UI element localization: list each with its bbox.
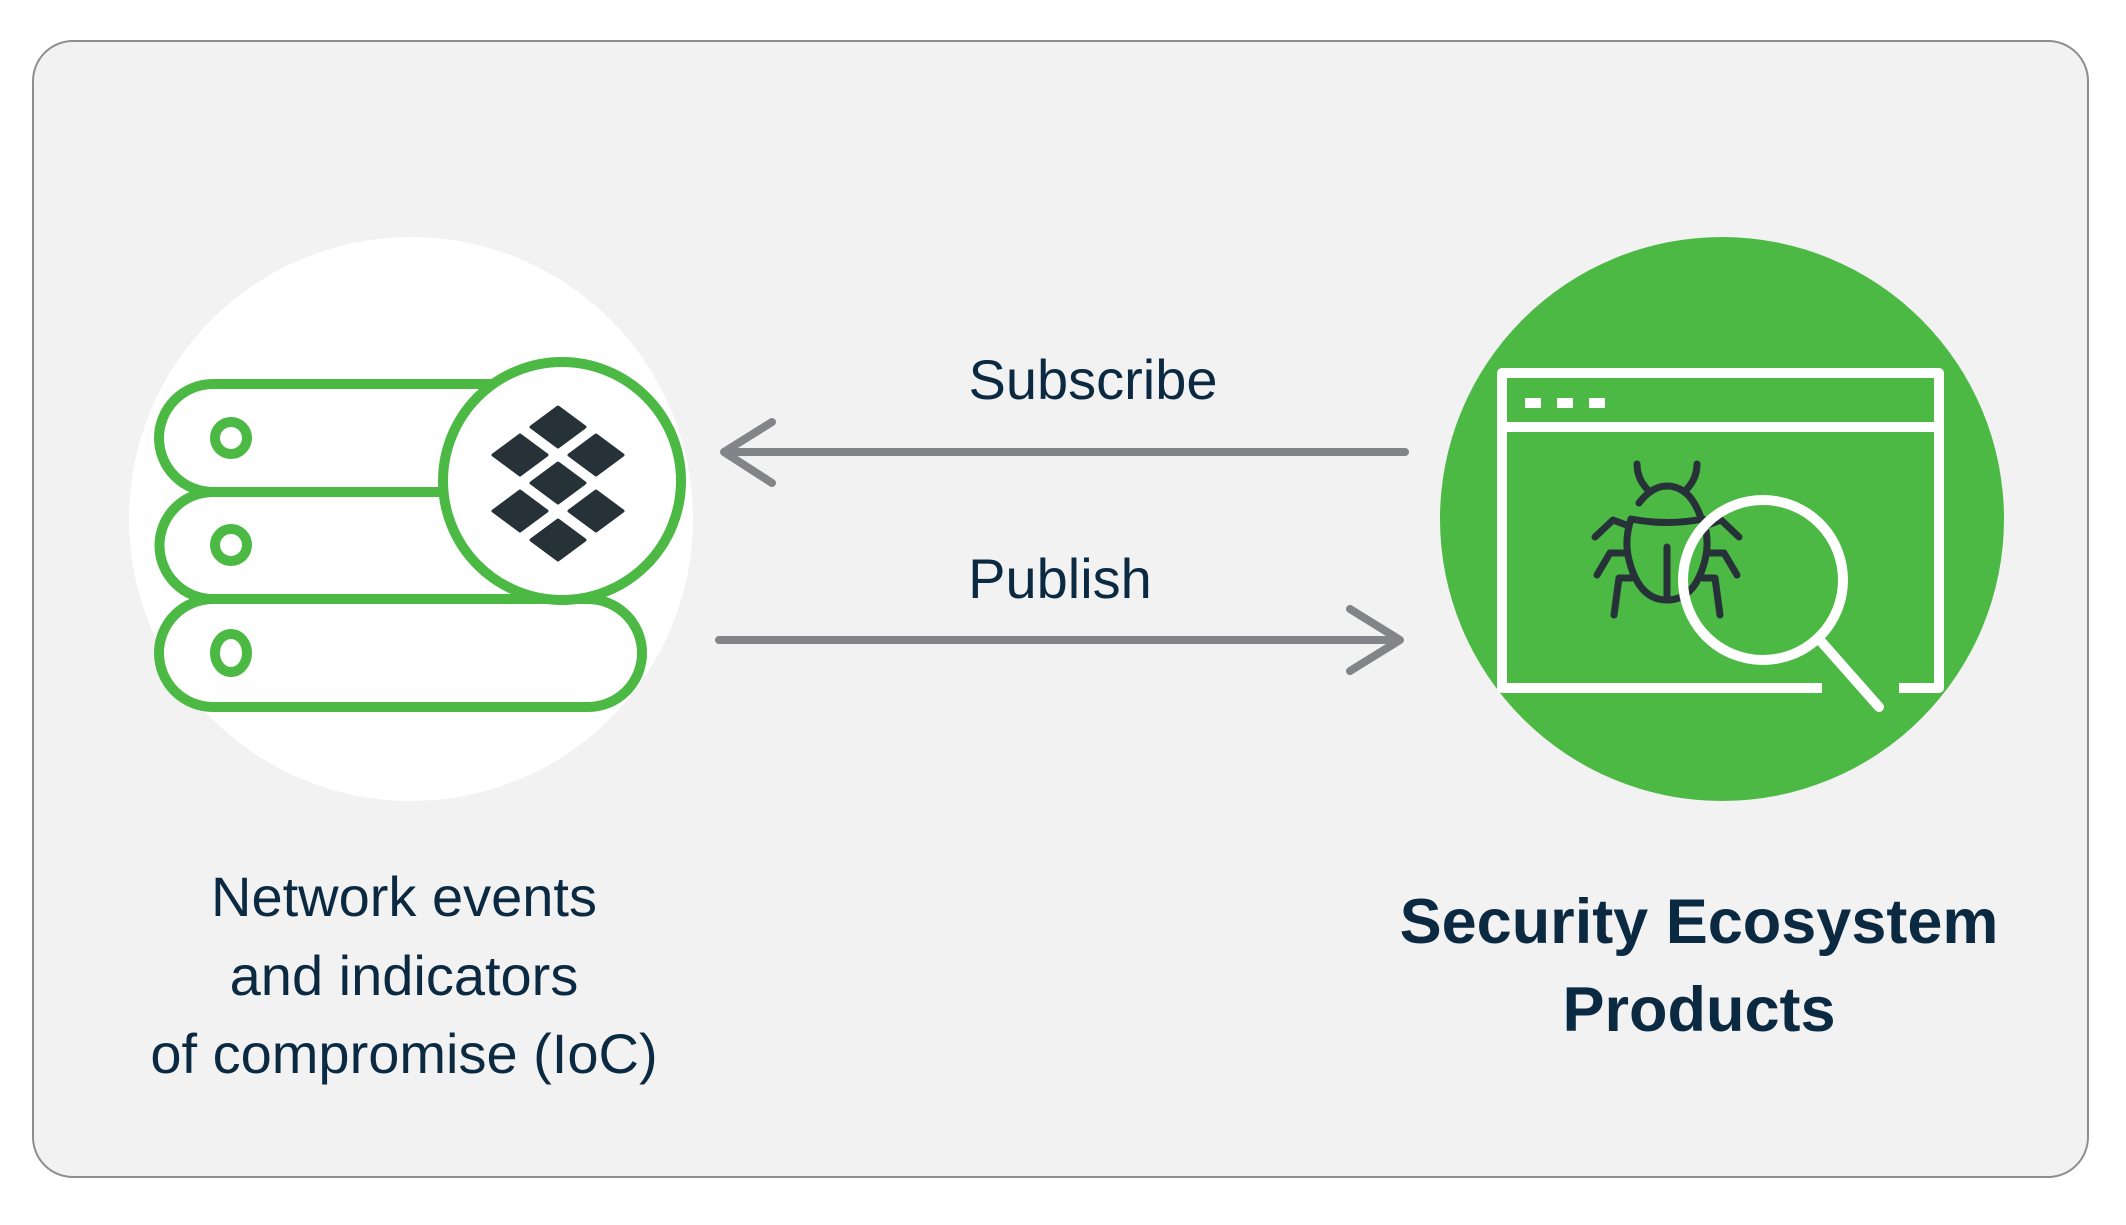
subscribe-arrow-head [720,418,776,487]
ioc-diamond [491,433,549,477]
subscribe-arrow [720,418,1409,487]
browser-dot [1525,398,1541,408]
ioc-diamond [491,489,549,533]
left-node [129,237,693,801]
ioc-diamond [567,433,625,477]
bug-leg [1591,516,1633,541]
publish-label: Publish [968,547,1152,610]
left-node-label: Network events and indicators of comprom… [150,865,657,1085]
bug-body [1623,515,1711,604]
bug-leg [1593,549,1630,579]
magnifier-handle [1813,633,1884,712]
browser-dot [1589,398,1605,408]
bug-icon [1591,460,1743,619]
left-node-label-line-3: of compromise (IoC) [150,1022,657,1085]
subscribe-label: Subscribe [968,348,1217,411]
bug-leg [1704,549,1741,579]
server-led-3 [210,629,252,677]
right-node-label-line-2: Products [1562,975,1835,1045]
server-stack-icon [154,357,686,712]
bug-leg [1699,574,1724,619]
magnifier-icon [1678,495,1884,712]
browser-dot [1557,398,1573,408]
server-led-1 [210,417,252,459]
publish-arrow [715,605,1404,675]
server-led-2 [210,524,252,566]
server-bar-3 [154,594,647,712]
ioc-diamond [529,461,587,505]
right-node [1440,237,2004,801]
left-node-label-line-2: and indicators [230,944,579,1007]
bug-head [1635,482,1705,522]
bug-leg [1610,574,1635,619]
ioc-diamond [567,489,625,533]
right-node-label: Security Ecosystem Products [1400,887,1999,1045]
ioc-diamonds-icon [491,405,625,562]
ioc-diamond [529,405,587,449]
browser-window-icon [1497,368,1944,693]
publish-arrow-head [1346,605,1404,675]
left-node-label-line-1: Network events [211,865,597,928]
magnifier-lens [1678,495,1848,665]
right-node-label-line-1: Security Ecosystem [1400,887,1999,957]
browser-dots-icon [1525,398,1605,408]
browser-window-frame [1497,368,1944,693]
ioc-diamond [529,518,587,562]
